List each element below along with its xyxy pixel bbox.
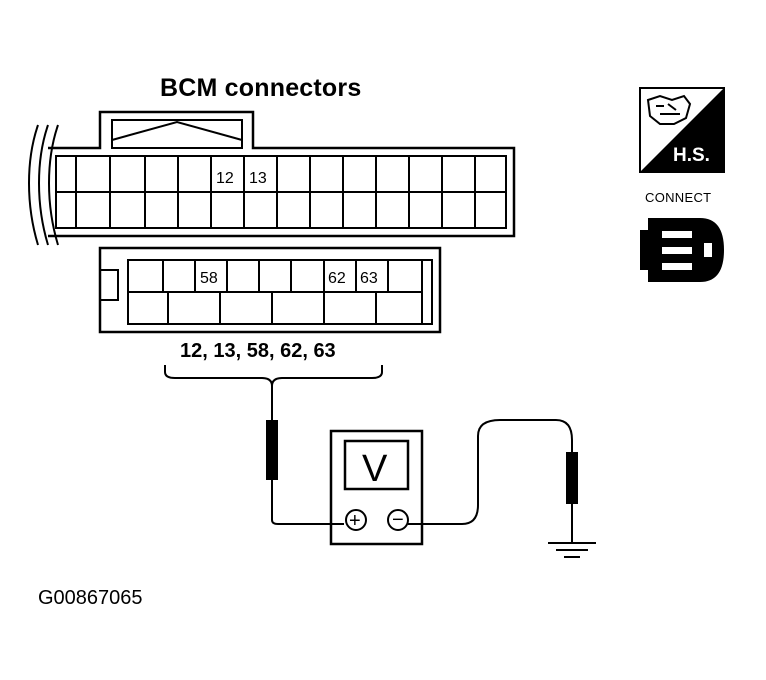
hs-badge-icon bbox=[639, 87, 725, 173]
voltmeter bbox=[329, 429, 424, 546]
pin-list-label: 12, 13, 58, 62, 63 bbox=[180, 340, 336, 362]
break-line bbox=[48, 124, 59, 246]
break-line bbox=[38, 124, 49, 246]
connector-icon bbox=[640, 218, 724, 282]
pin-brace bbox=[164, 365, 383, 387]
plus-symbol: + bbox=[349, 510, 361, 532]
negative-wire bbox=[408, 419, 573, 525]
bottom-connector bbox=[98, 246, 442, 334]
top-connector-cells bbox=[75, 156, 476, 228]
positive-wire bbox=[271, 386, 344, 525]
pin-label-12: 12 bbox=[216, 170, 234, 187]
hs-badge-text: H.S. bbox=[673, 145, 710, 166]
minus-terminal bbox=[387, 509, 409, 531]
pin-label-63: 63 bbox=[360, 270, 378, 287]
top-connector bbox=[48, 110, 516, 238]
ground-icon bbox=[548, 510, 596, 558]
probe-icon bbox=[266, 390, 278, 480]
pin-label-58: 58 bbox=[200, 270, 218, 287]
voltmeter-label: V bbox=[362, 448, 388, 490]
pin-label-13: 13 bbox=[249, 170, 267, 187]
pin-label-62: 62 bbox=[328, 270, 346, 287]
break-line bbox=[28, 124, 39, 246]
connect-label: CONNECT bbox=[645, 190, 712, 205]
diagram-title: BCM connectors bbox=[160, 74, 362, 102]
figure-code: G00867065 bbox=[38, 587, 143, 609]
bottom-connector-cells bbox=[162, 260, 389, 324]
minus-symbol: − bbox=[392, 509, 404, 531]
probe-icon bbox=[566, 452, 578, 512]
plus-terminal bbox=[345, 509, 367, 531]
